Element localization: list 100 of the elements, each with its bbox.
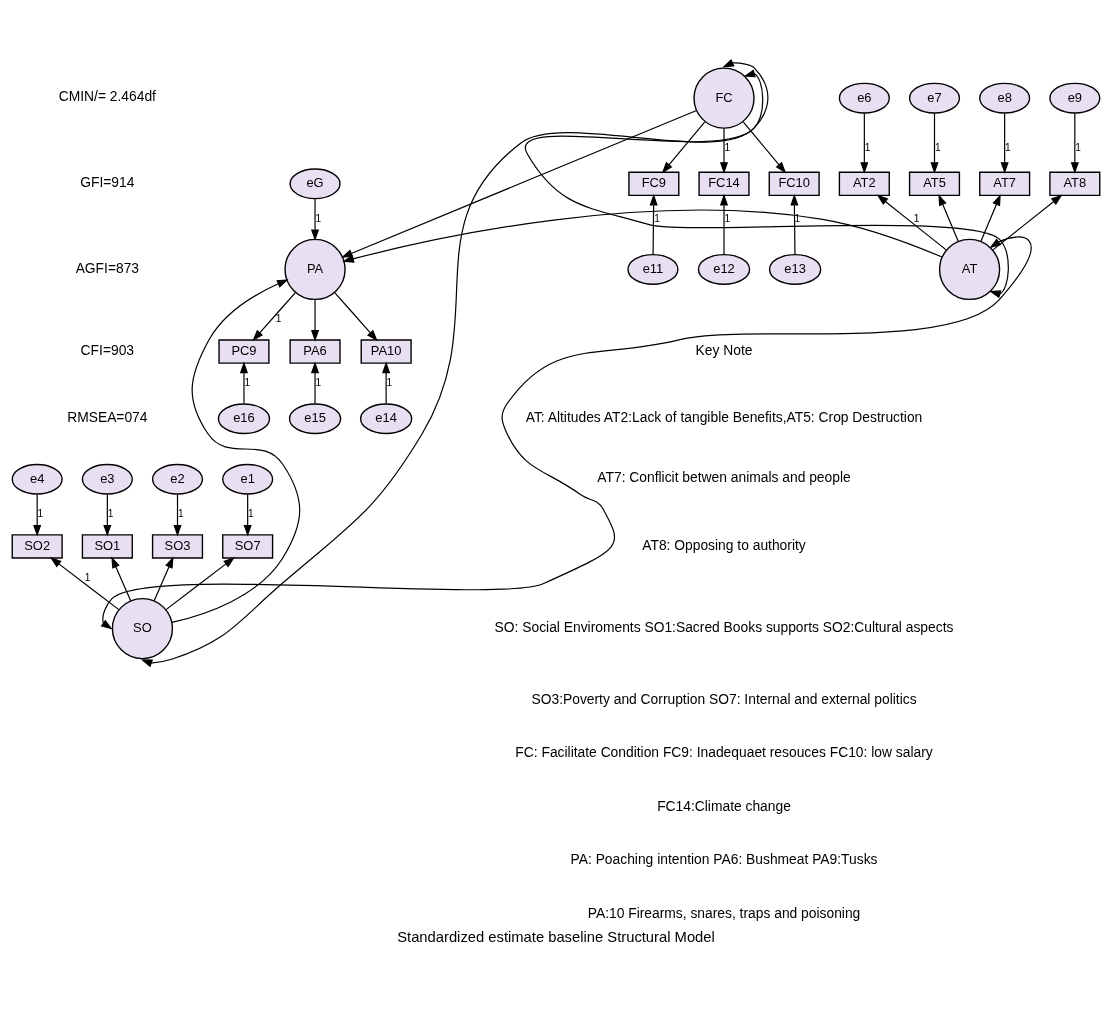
edge-label: 1 bbox=[244, 376, 251, 388]
arrow bbox=[310, 360, 320, 404]
arrow bbox=[103, 493, 112, 537]
label: RMSEA=074 bbox=[67, 408, 148, 425]
edge-label: 1 bbox=[315, 212, 322, 224]
node-ellipse: e4 bbox=[11, 463, 63, 495]
edge-label: 1 bbox=[37, 507, 44, 519]
arrow bbox=[310, 197, 320, 241]
label: Key Note bbox=[695, 341, 753, 358]
node-box: FC9 bbox=[628, 171, 680, 196]
node-ellipse: e3 bbox=[81, 463, 133, 495]
arrow bbox=[930, 112, 939, 174]
arrow bbox=[33, 493, 42, 537]
node-ellipse: e16 bbox=[217, 402, 271, 434]
edge-label: 1 bbox=[864, 141, 871, 153]
node-ellipse: e11 bbox=[627, 253, 679, 285]
arrow bbox=[661, 120, 706, 173]
caption: Standardized estimate baseline Structural Model bbox=[397, 928, 715, 945]
node-ellipse: e12 bbox=[697, 253, 751, 285]
edge-label: 1 bbox=[248, 507, 254, 519]
node-ellipse: eG bbox=[289, 167, 341, 199]
arrow bbox=[992, 194, 1063, 250]
node-box: PC9 bbox=[218, 338, 270, 364]
node-ellipse: e2 bbox=[151, 463, 204, 495]
node-ellipse: e7 bbox=[908, 82, 961, 114]
node-circle: PA bbox=[284, 238, 346, 300]
arrow bbox=[876, 194, 947, 250]
edge-label: 1 bbox=[724, 212, 731, 224]
edge-label: 1 bbox=[794, 212, 801, 224]
node-box: SO2 bbox=[11, 533, 63, 559]
edge-label: 1 bbox=[1075, 141, 1081, 153]
arrow bbox=[111, 556, 132, 601]
edge-label: 1 bbox=[913, 212, 920, 224]
edge-label: 1 bbox=[934, 141, 941, 153]
node-ellipse: e15 bbox=[288, 402, 342, 434]
arrow bbox=[49, 556, 120, 610]
node-ellipse: e13 bbox=[768, 253, 822, 285]
label: PA: Poaching intention PA6: Bushmeat PA9:Tusks bbox=[570, 850, 878, 867]
edge-label: 1 bbox=[654, 212, 660, 224]
node-box: FC14 bbox=[698, 171, 750, 196]
arrow bbox=[342, 209, 943, 263]
label: SO3:Poverty and Corruption SO7: Internal and external politics bbox=[531, 690, 917, 707]
edge-label: 1 bbox=[386, 376, 393, 388]
arrow bbox=[719, 127, 729, 174]
arrow bbox=[649, 193, 658, 255]
node-box: FC10 bbox=[768, 171, 820, 196]
arrow bbox=[153, 556, 174, 601]
arrow bbox=[341, 109, 698, 258]
node-box: PA10 bbox=[360, 338, 412, 364]
label: AT8: Opposing to authority bbox=[642, 536, 806, 553]
edge-label: 1 bbox=[84, 571, 91, 583]
edge-label: 1 bbox=[315, 376, 322, 388]
arrow bbox=[140, 68, 764, 667]
arrow bbox=[382, 360, 391, 404]
label: FC14:Climate change bbox=[657, 797, 791, 814]
arrow bbox=[860, 112, 869, 174]
node-box: SO1 bbox=[81, 533, 133, 559]
node-box: SO3 bbox=[151, 533, 204, 559]
label: AGFI=873 bbox=[75, 259, 140, 276]
node-ellipse: e6 bbox=[838, 82, 890, 114]
arrow bbox=[171, 278, 301, 623]
label: AT7: Conflicit betwen animals and people bbox=[597, 468, 851, 485]
arrow bbox=[100, 235, 1032, 630]
arrow bbox=[790, 193, 799, 255]
label: CMIN/= 2.464df bbox=[58, 87, 156, 104]
node-ellipse: e1 bbox=[222, 463, 274, 495]
node-ellipse: e14 bbox=[359, 402, 413, 434]
arrow bbox=[719, 193, 729, 255]
label: GFI=914 bbox=[80, 173, 135, 190]
arrow bbox=[525, 58, 1009, 298]
label: AT: Altitudes AT2:Lack of tangible Benefits,AT5: Crop Destruction bbox=[525, 408, 923, 425]
node-box: AT2 bbox=[838, 171, 890, 196]
arrow bbox=[173, 493, 182, 537]
edge-label: 1 bbox=[275, 312, 282, 324]
arrow bbox=[980, 193, 1001, 242]
node-box: AT8 bbox=[1049, 171, 1101, 196]
edge-label: 1 bbox=[724, 141, 731, 153]
arrow bbox=[165, 556, 235, 610]
label: PA:10 Firearms, snares, traps and poisoning bbox=[587, 904, 861, 921]
node-box: AT7 bbox=[979, 171, 1031, 196]
node-box: AT5 bbox=[908, 171, 961, 196]
node-ellipse: e8 bbox=[979, 82, 1031, 114]
arrow bbox=[1070, 112, 1079, 174]
edge-label: 1 bbox=[107, 507, 114, 519]
node-ellipse: e9 bbox=[1049, 82, 1101, 114]
edge-label: 1 bbox=[1005, 141, 1011, 153]
arrow bbox=[239, 360, 249, 404]
arrow bbox=[1000, 112, 1009, 174]
node-box: SO7 bbox=[222, 533, 274, 559]
label: SO: Social Enviroments SO1:Sacred Books supports SO2:Cultural aspects bbox=[494, 618, 954, 635]
arrow bbox=[938, 193, 959, 242]
arrow bbox=[252, 291, 297, 341]
node-box: PA6 bbox=[289, 338, 341, 364]
arrow bbox=[742, 120, 787, 173]
arrow bbox=[310, 298, 320, 342]
arrow bbox=[243, 493, 252, 537]
label: CFI=903 bbox=[80, 341, 135, 358]
label: FC: Facilitate Condition FC9: Inadequaet resouces FC10: low salary bbox=[515, 743, 933, 760]
arrow bbox=[333, 291, 378, 341]
edge-label: 1 bbox=[177, 507, 184, 519]
